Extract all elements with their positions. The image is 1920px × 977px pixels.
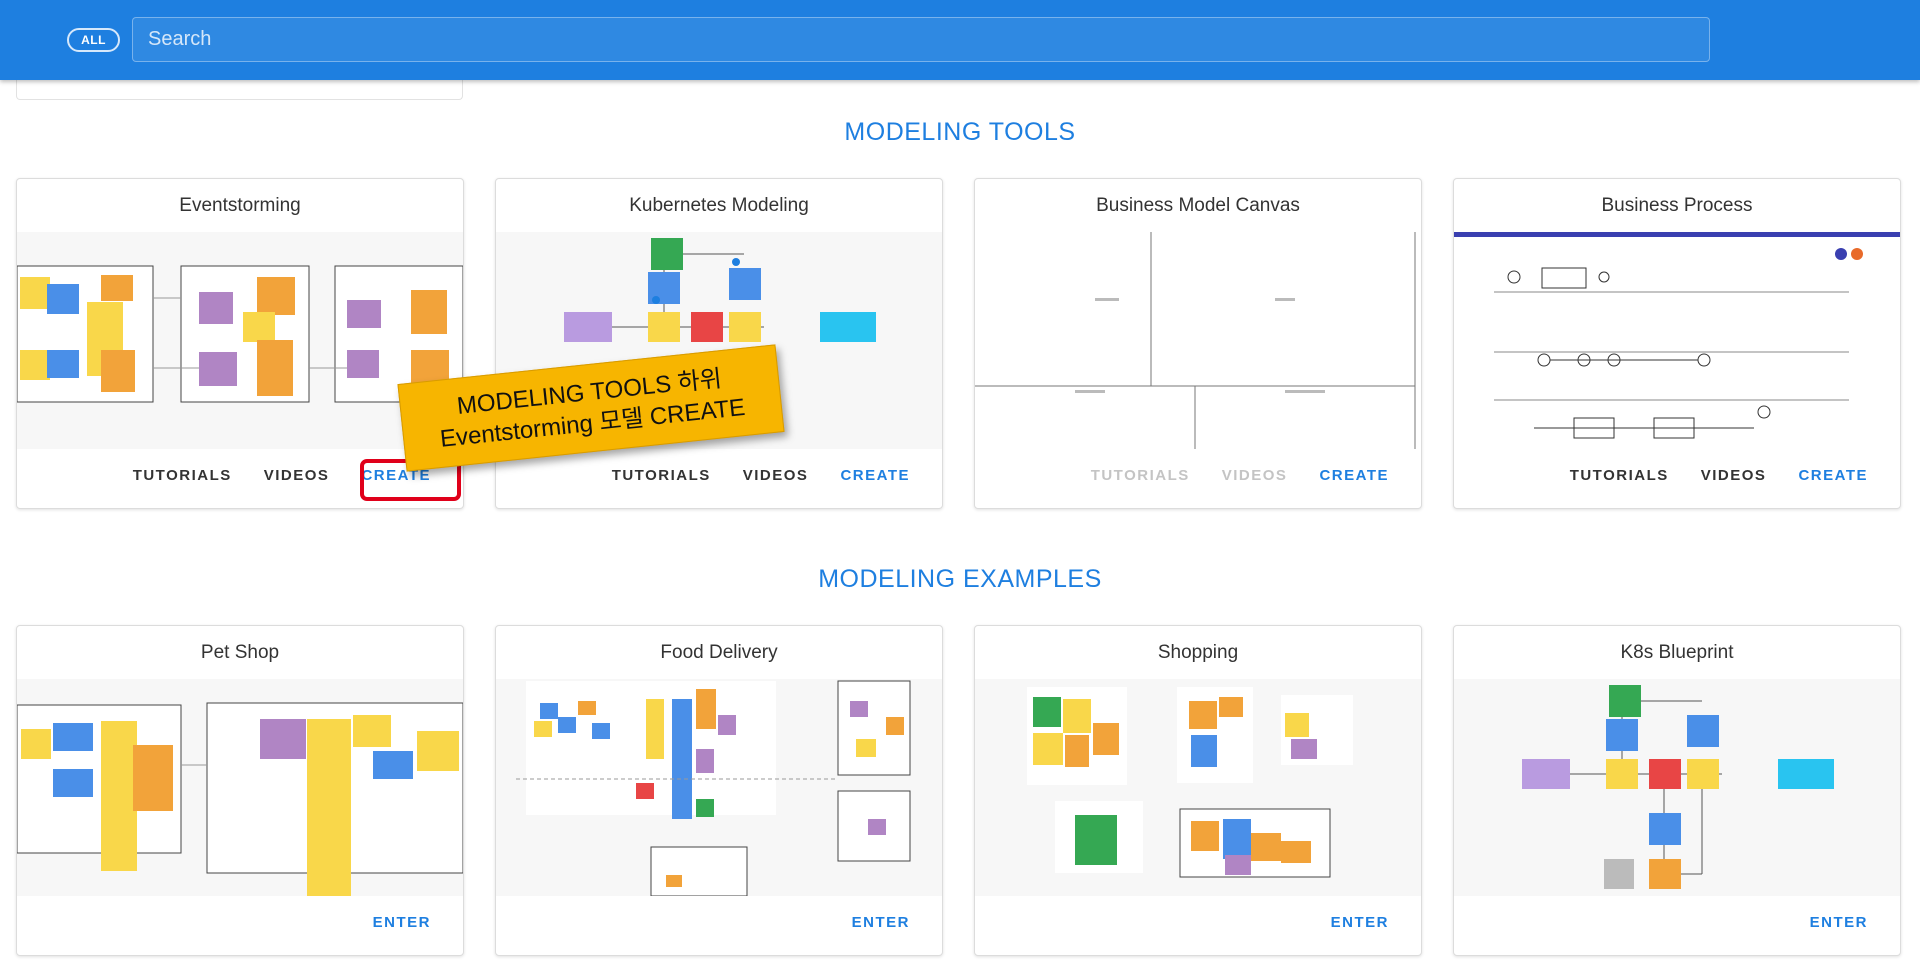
filter-all-chip[interactable]: ALL [67,28,120,52]
example-card-k8s-blueprint: K8s Blueprint ENTER [1453,625,1901,956]
tutorials-button[interactable]: TUTORIALS [611,467,711,484]
example-card-shopping: Shopping ENTER [974,625,1422,956]
card-title: Business Process [1601,195,1753,216]
example-card-pet-shop: Pet Shop ENTER [16,625,464,956]
videos-button[interactable]: VIDEOS [1700,467,1767,484]
card-title: Shopping [1157,642,1239,663]
business-model-canvas-preview-image [975,232,1421,449]
card-actions: TUTORIALS VIDEOS CREATE [1075,462,1405,490]
card-title: Food Delivery [660,642,778,663]
enter-button[interactable]: ENTER [1330,914,1389,931]
card-actions: TUTORIALS VIDEOS CREATE [117,462,447,490]
enter-button[interactable]: ENTER [372,914,431,931]
business-process-preview-image [1454,232,1900,449]
create-button[interactable]: CREATE [1798,467,1868,484]
tool-card-business-model-canvas: Business Model Canvas TUTORIALS VIDEOS C… [974,178,1422,509]
example-card-food-delivery: Food Delivery EN [495,625,943,956]
tool-card-kubernetes: Kubernetes Modeling TUTORIALS VIDEOS CRE… [495,178,943,509]
tutorials-button[interactable]: TUTORIALS [1569,467,1669,484]
card-title: Eventstorming [179,195,301,216]
pet-shop-preview-image [17,679,463,896]
enter-button[interactable]: ENTER [1809,914,1868,931]
card-actions: ENTER [1315,909,1405,937]
tool-card-business-process: Business Process TUTORIALS VIDEOS CR [1453,178,1901,509]
videos-button[interactable]: VIDEOS [1221,467,1288,484]
enter-button[interactable]: ENTER [851,914,910,931]
section-title-modeling-examples: MODELING EXAMPLES [818,565,1102,593]
k8s-blueprint-preview-image [1454,679,1900,896]
card-title: Business Model Canvas [1096,195,1300,216]
create-button[interactable]: CREATE [361,467,431,484]
search-input[interactable]: Search [132,17,1710,62]
tutorials-button[interactable]: TUTORIALS [1090,467,1190,484]
section-title-modeling-tools: MODELING TOOLS [844,118,1076,146]
card-title: Pet Shop [200,642,280,663]
tool-card-eventstorming: Eventstorming TU [16,178,464,509]
tutorials-button[interactable]: TUTORIALS [132,467,232,484]
eventstorming-preview-image [17,232,463,449]
card-actions: TUTORIALS VIDEOS CREATE [596,462,926,490]
card-title: Kubernetes Modeling [629,195,809,216]
videos-button[interactable]: VIDEOS [742,467,809,484]
card-title: K8s Blueprint [1620,642,1734,663]
card-actions: TUTORIALS VIDEOS CREATE [1554,462,1884,490]
food-delivery-preview-image [496,679,942,896]
create-button[interactable]: CREATE [840,467,910,484]
card-actions: ENTER [1794,909,1884,937]
shopping-preview-image [975,679,1421,896]
card-actions: ENTER [836,909,926,937]
videos-button[interactable]: VIDEOS [263,467,330,484]
card-actions: ENTER [357,909,447,937]
app-bar: ALL Search [0,0,1920,80]
create-button[interactable]: CREATE [1319,467,1389,484]
